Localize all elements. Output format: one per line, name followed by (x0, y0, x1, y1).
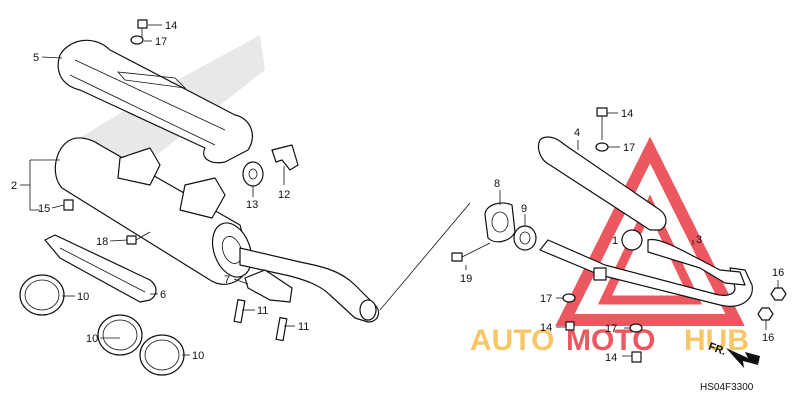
label-6: 6 (160, 289, 166, 301)
label-14-right-low: 14 (605, 352, 617, 364)
clamp-10-a (19, 274, 65, 316)
bolt-15 (63, 199, 74, 211)
pin-11-a (233, 299, 246, 324)
clamp-10-b (97, 314, 143, 356)
label-17-top: 17 (155, 36, 167, 48)
lower-guard-6 (44, 234, 157, 303)
label-5: 5 (33, 52, 39, 64)
bracket-12 (271, 144, 299, 171)
label-2: 2 (11, 180, 17, 192)
connecting-pipe (239, 247, 380, 323)
bolt-19 (451, 242, 491, 262)
nut-16-a (770, 287, 787, 301)
joint-leader (379, 202, 471, 311)
label-17-right-top: 17 (623, 142, 635, 154)
diagram-code: HS04F3300 (700, 382, 754, 393)
front-direction-arrow: FR. (707, 341, 760, 368)
gasket-1 (621, 229, 643, 251)
nut-16-b (757, 307, 774, 321)
clamp-10-c (139, 334, 185, 376)
watermark-text-1: AUTO (470, 324, 554, 357)
watermark-text-3: HUB (684, 324, 749, 357)
washer-17-right-top (595, 142, 609, 152)
label-16-a: 16 (772, 267, 784, 279)
label-11-a: 11 (257, 305, 268, 317)
label-4: 4 (574, 127, 580, 139)
label-1: 1 (612, 235, 618, 247)
label-19: 19 (460, 273, 472, 285)
pipe-shield-4 (537, 136, 667, 231)
label-7: 7 (224, 274, 230, 286)
label-14-right-mid: 14 (540, 322, 552, 334)
label-10-c: 10 (192, 350, 204, 362)
label-18: 18 (96, 236, 108, 248)
label-10-b: 10 (86, 333, 98, 345)
bolt-14-right-top (596, 107, 608, 140)
label-16-b: 16 (762, 332, 774, 344)
gasket-9 (513, 225, 537, 251)
label-3: 3 (696, 234, 702, 246)
label-12: 12 (278, 189, 290, 201)
washer-17-right-low (629, 323, 643, 333)
heat-shield-5 (57, 39, 253, 164)
label-8: 8 (494, 178, 500, 190)
label-17-right-mid: 17 (540, 293, 552, 305)
callout-labels: 14 17 5 2 15 13 12 18 6 7 10 10 10 11 11… (11, 20, 784, 364)
label-11-b: 11 (298, 321, 309, 333)
label-13: 13 (246, 199, 258, 211)
label-14-right-top: 14 (621, 108, 633, 120)
watermark-logo: AUTO MOTO HUB (470, 136, 749, 357)
label-14-top: 14 (165, 20, 177, 32)
label-17-right-low: 17 (605, 323, 617, 335)
pin-11-b (275, 317, 288, 342)
label-9: 9 (521, 203, 527, 215)
joint-8 (484, 202, 516, 243)
label-10-a: 10 (77, 291, 89, 303)
bracket-7 (244, 269, 293, 303)
washer-17-top (130, 35, 144, 45)
grommet-13 (242, 161, 264, 187)
bolt-14-right-mid (565, 321, 575, 331)
front-direction-label: FR. (707, 341, 728, 358)
exhaust-pipe-3 (539, 238, 753, 307)
bolt-14-right-low (631, 351, 642, 363)
leader-lines (20, 24, 779, 357)
washer-17-right-mid (562, 293, 576, 303)
label-15: 15 (38, 203, 50, 215)
muffler-2 (54, 137, 253, 285)
